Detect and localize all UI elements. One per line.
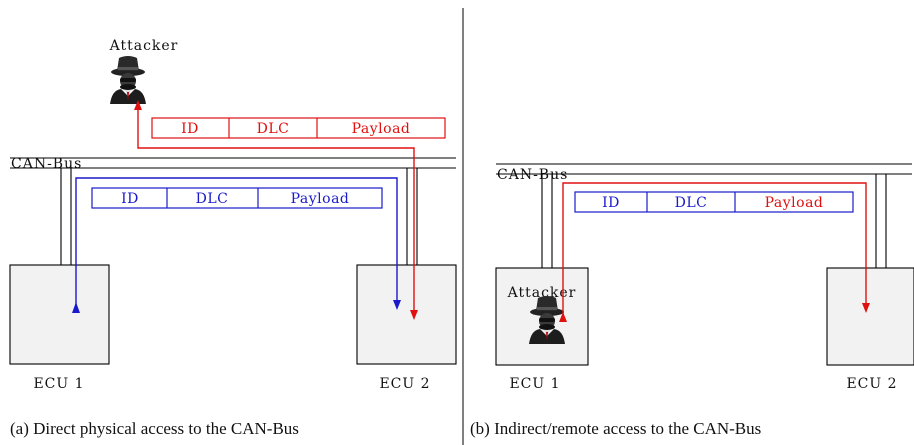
right-bus-label: CAN-Bus xyxy=(497,167,568,183)
left-attacker-frame-payload: Payload xyxy=(352,121,411,137)
right-ecu1-label: ECU 1 xyxy=(509,376,560,392)
left-ecu1-label: ECU 1 xyxy=(33,376,84,392)
right-ecu2-box xyxy=(826,267,914,366)
right-ecu2-label: ECU 2 xyxy=(846,376,897,392)
left-attacker-frame-dlc: DLC xyxy=(257,121,290,137)
left-ecu2-box xyxy=(356,264,457,365)
left-attacker-frame-id: ID xyxy=(181,121,199,137)
right-attack-arrow-down xyxy=(862,303,870,313)
left-ecu-frame: ID DLC Payload xyxy=(91,187,383,209)
right-frame-dlc: DLC xyxy=(675,195,708,211)
left-ecu2-label: ECU 2 xyxy=(379,376,430,392)
left-ecu1-box xyxy=(9,264,110,365)
right-panel: CAN-Bus Attacker ECU 1 ECU 2 ID DLC xyxy=(470,163,914,438)
left-attack-arrow-up xyxy=(134,100,142,110)
left-normal-arrow-up xyxy=(72,302,80,313)
left-panel: Attacker CAN-Bus ECU 1 ECU 2 xyxy=(9,38,457,438)
right-attacker-label: Attacker xyxy=(507,285,577,301)
right-frame: ID DLC Payload xyxy=(574,191,854,213)
left-caption: (a) Direct physical access to the CAN-Bu… xyxy=(10,419,299,438)
left-ecu-frame-payload: Payload xyxy=(291,191,350,207)
right-caption: (b) Indirect/remote access to the CAN-Bu… xyxy=(470,419,761,438)
right-frame-id: ID xyxy=(602,195,620,211)
right-can-bus xyxy=(496,163,912,268)
right-frame-payload: Payload xyxy=(765,195,824,211)
left-attack-arrow-down xyxy=(410,310,418,320)
left-normal-arrow-down xyxy=(393,300,401,310)
left-attacker-label: Attacker xyxy=(109,38,179,54)
left-ecu-frame-dlc: DLC xyxy=(196,191,229,207)
right-attack-arrow-up xyxy=(559,312,567,322)
left-normal-path xyxy=(75,177,398,310)
hacker-icon xyxy=(110,56,146,104)
right-attack-path xyxy=(562,182,867,318)
left-attacker-frame: ID DLC Payload xyxy=(151,117,446,139)
left-attack-path xyxy=(137,106,415,313)
left-ecu-frame-id: ID xyxy=(121,191,139,207)
left-can-bus xyxy=(10,157,456,265)
